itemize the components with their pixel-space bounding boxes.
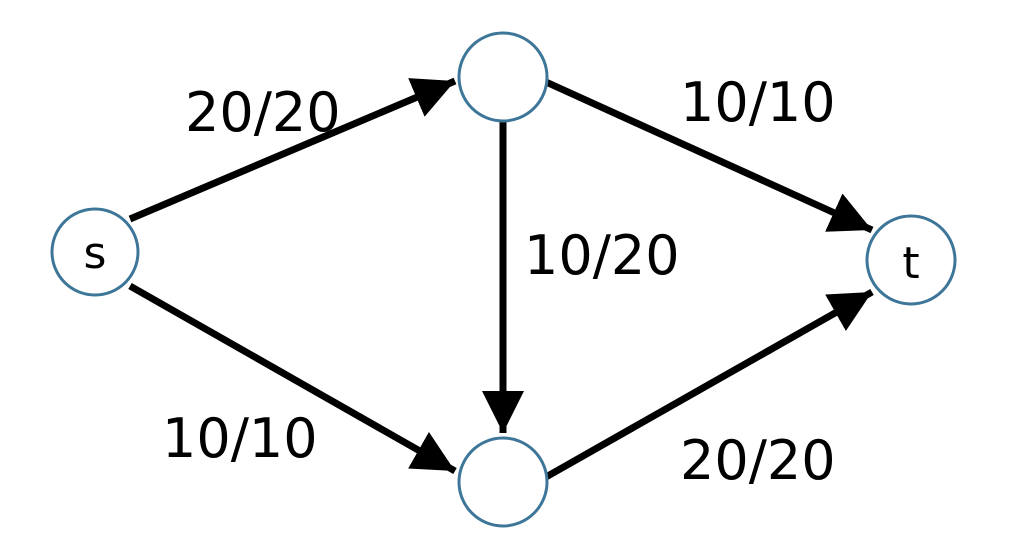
edges [128, 77, 874, 481]
edge-label-s-a: 20/20 [185, 81, 341, 144]
node-t: t [865, 214, 957, 306]
node-b-circle [457, 436, 549, 528]
edge-b-t [544, 288, 874, 481]
edge-label-a-t: 10/10 [680, 71, 836, 134]
edge-label-a-b: 10/20 [524, 224, 680, 287]
edge-s-b [128, 282, 457, 475]
node-s-label: s [84, 228, 107, 279]
edge-labels: 20/20 10/10 10/20 10/10 20/20 [162, 71, 836, 492]
node-s-circle [50, 207, 140, 297]
node-b [457, 436, 549, 528]
node-s: s [50, 207, 140, 297]
nodes: s t [50, 31, 957, 528]
node-t-label: t [902, 238, 919, 289]
node-a-circle [457, 31, 549, 123]
node-a [457, 31, 549, 123]
edge-label-s-b: 10/10 [162, 407, 318, 470]
edge-a-t [544, 78, 874, 234]
node-t-circle [865, 214, 957, 306]
edge-label-b-t: 20/20 [680, 429, 836, 492]
edge-s-a [128, 77, 457, 223]
